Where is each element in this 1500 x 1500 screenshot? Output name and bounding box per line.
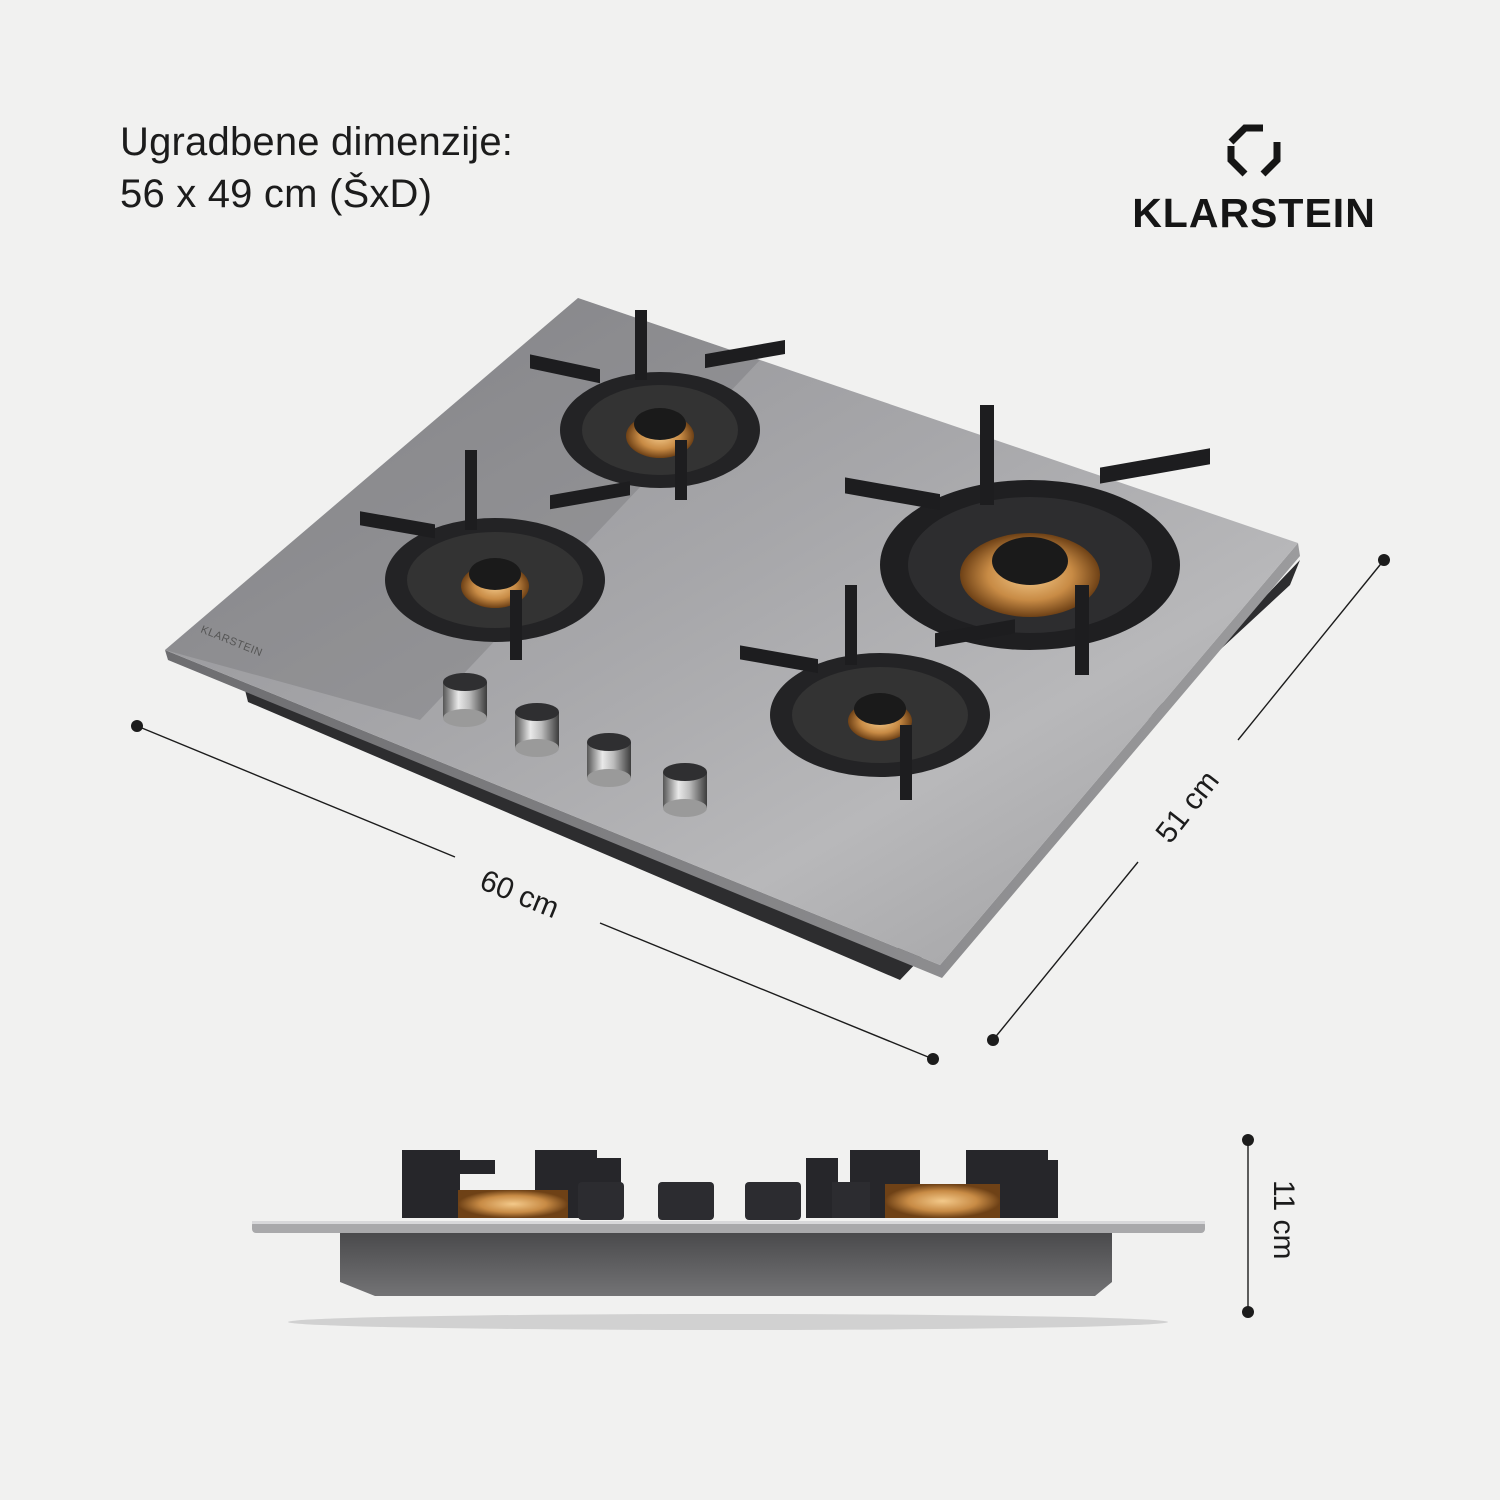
control-knob[interactable]	[443, 673, 487, 727]
dimension-endpoint	[131, 720, 143, 732]
control-knob[interactable]	[663, 763, 707, 817]
dimension-endpoint	[987, 1034, 999, 1046]
control-knobs	[443, 673, 707, 817]
height-label: 11 cm	[1267, 1180, 1300, 1259]
burner-front	[740, 585, 1015, 800]
dimension-endpoint	[1242, 1134, 1254, 1146]
burner-left	[360, 450, 630, 660]
headline: Ugradbene dimenzije: 56 x 49 cm (ŠxD)	[120, 116, 513, 220]
hob-side-view	[252, 1150, 1205, 1330]
brand-name: KLARSTEIN	[1132, 190, 1376, 236]
hob-front-edge	[165, 543, 1300, 978]
headline-dimensions: 56 x 49 cm (ŠxD)	[120, 172, 433, 216]
side-knobs	[578, 1182, 801, 1220]
dimension-endpoint	[927, 1053, 939, 1065]
depth-label: 51 cm	[1150, 765, 1226, 850]
burner-wok	[845, 405, 1210, 675]
side-burner-brass	[458, 1190, 568, 1218]
side-tray	[340, 1233, 1112, 1296]
control-knob[interactable]	[587, 733, 631, 787]
klarstein-diamond-icon	[1227, 124, 1281, 177]
dimension-endpoint	[1378, 554, 1390, 566]
burner-back	[530, 310, 785, 500]
dimension-endpoint	[1242, 1306, 1254, 1318]
height-dimension: 11 cm	[1242, 1134, 1300, 1318]
control-knob[interactable]	[515, 703, 559, 757]
headline-title: Ugradbene dimenzije:	[120, 120, 514, 164]
brand-logo: KLARSTEIN	[1122, 120, 1386, 244]
side-wok-brass	[885, 1184, 1000, 1218]
width-label: 60 cm	[475, 864, 563, 925]
hob-steel-plate	[165, 298, 1298, 965]
hob-top-view: KLARSTEIN	[165, 298, 1300, 980]
